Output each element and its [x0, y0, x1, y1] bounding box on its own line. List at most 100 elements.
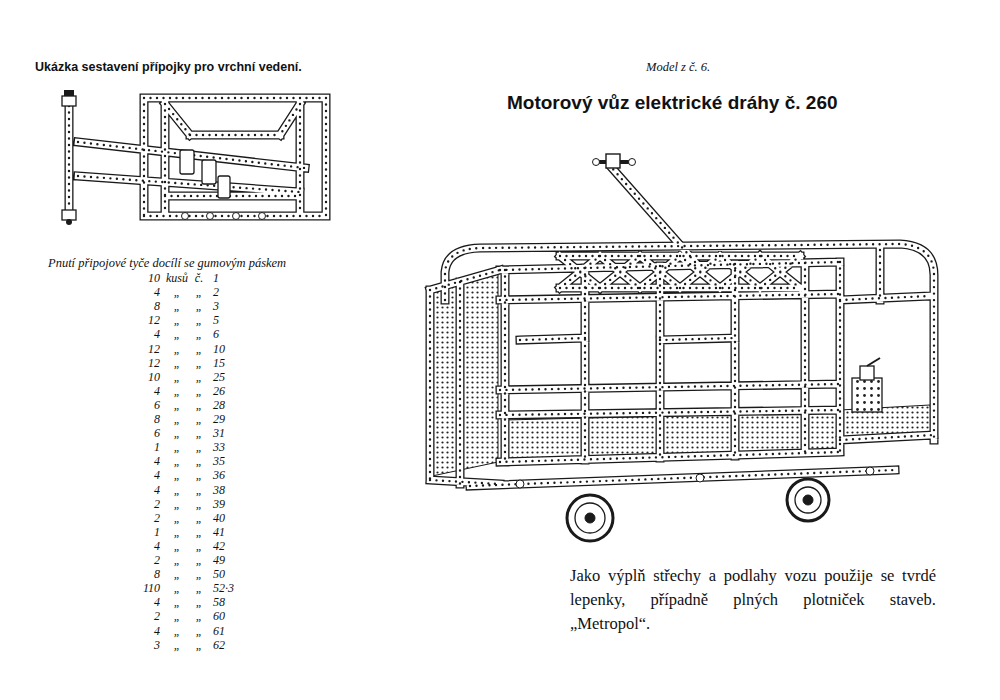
- number-sign-cell: „: [190, 370, 208, 384]
- unit-cell: „: [162, 567, 192, 581]
- caption-note: Jako výplň střechy a podlahy vozu použij…: [570, 564, 936, 636]
- part-number-cell: 2: [213, 285, 273, 299]
- unit-cell: „: [162, 581, 192, 595]
- number-sign-cell: „: [190, 609, 208, 623]
- number-sign-cell: „: [190, 624, 208, 638]
- unit-cell: „: [162, 370, 192, 384]
- number-sign-cell: „: [190, 412, 208, 426]
- part-number-cell: 50: [213, 567, 273, 581]
- part-number-cell: 33: [213, 440, 273, 454]
- model-number: Model z č. 6.: [646, 60, 710, 75]
- unit-cell: „: [162, 539, 192, 553]
- part-number-cell: 40: [213, 511, 273, 525]
- part-number-cell: 49: [213, 553, 273, 567]
- quantity-cell: 8: [112, 299, 160, 313]
- unit-cell: „: [162, 398, 192, 412]
- quantity-cell: 2: [112, 497, 160, 511]
- unit-cell: „: [162, 595, 192, 609]
- quantity-cell: 12: [112, 342, 160, 356]
- part-number-cell: 25: [213, 370, 273, 384]
- quantity-cell: 10: [112, 271, 160, 285]
- quantity-cell: 110: [112, 581, 160, 595]
- number-sign-cell: „: [190, 638, 208, 652]
- part-number-cell: 10: [213, 342, 273, 356]
- number-sign-cell: „: [190, 539, 208, 553]
- unit-cell: „: [162, 342, 192, 356]
- quantity-cell: 12: [112, 313, 160, 327]
- unit-cell: „: [162, 468, 192, 482]
- unit-cell: „: [162, 454, 192, 468]
- part-number-cell: 29: [213, 412, 273, 426]
- part-number-cell: 15: [213, 356, 273, 370]
- part-number-cell: 36: [213, 468, 273, 482]
- quantity-cell: 10: [112, 370, 160, 384]
- quantity-cell: 3: [112, 638, 160, 652]
- part-number-cell: 41: [213, 525, 273, 539]
- number-sign-cell: „: [190, 468, 208, 482]
- section-heading: Ukázka sestavení přípojky pro vrchní ved…: [35, 60, 302, 74]
- part-number-cell: 5: [213, 313, 273, 327]
- unit-cell: „: [162, 483, 192, 497]
- number-sign-cell: „: [190, 313, 208, 327]
- unit-cell: „: [162, 525, 192, 539]
- quantity-cell: 1: [112, 525, 160, 539]
- quantity-cell: 4: [112, 483, 160, 497]
- tension-note: Pnutí připojové tyče docílí se gumovým p…: [48, 256, 286, 271]
- part-number-cell: 60: [213, 609, 273, 623]
- quantity-cell: 8: [112, 567, 160, 581]
- unit-cell: „: [162, 553, 192, 567]
- part-number-cell: 31: [213, 426, 273, 440]
- unit-cell: „: [162, 356, 192, 370]
- quantity-cell: 6: [112, 426, 160, 440]
- unit-cell: „: [162, 609, 192, 623]
- number-sign-cell: „: [190, 356, 208, 370]
- quantity-cell: 4: [112, 595, 160, 609]
- quantity-cell: 2: [112, 553, 160, 567]
- part-number-cell: 1: [213, 271, 273, 285]
- unit-cell: „: [162, 313, 192, 327]
- quantity-cell: 4: [112, 327, 160, 341]
- number-sign-cell: „: [190, 327, 208, 341]
- quantity-cell: 4: [112, 539, 160, 553]
- part-number-cell: 39: [213, 497, 273, 511]
- number-sign-cell: „: [190, 595, 208, 609]
- part-number-cell: 3: [213, 299, 273, 313]
- page-title: Motorový vůz elektrické dráhy č. 260: [507, 92, 838, 114]
- number-sign-cell: č.: [190, 271, 208, 285]
- quantity-cell: 1: [112, 440, 160, 454]
- unit-cell: „: [162, 412, 192, 426]
- unit-cell: „: [162, 299, 192, 313]
- number-sign-cell: „: [190, 567, 208, 581]
- part-number-cell: 38: [213, 483, 273, 497]
- quantity-cell: 4: [112, 384, 160, 398]
- part-number-cell: 35: [213, 454, 273, 468]
- pole-assembly: [62, 90, 326, 225]
- quantity-cell: 2: [112, 511, 160, 525]
- quantity-cell: 12: [112, 356, 160, 370]
- number-sign-cell: „: [190, 511, 208, 525]
- quantity-cell: 6: [112, 398, 160, 412]
- number-sign-cell: „: [190, 497, 208, 511]
- unit-cell: „: [162, 497, 192, 511]
- number-sign-cell: „: [190, 553, 208, 567]
- number-sign-cell: „: [190, 299, 208, 313]
- number-sign-cell: „: [190, 581, 208, 595]
- unit-cell: „: [162, 327, 192, 341]
- unit-cell: „: [162, 440, 192, 454]
- number-sign-cell: „: [190, 454, 208, 468]
- unit-cell: „: [162, 426, 192, 440]
- part-number-cell: 52·3: [213, 581, 273, 595]
- number-sign-cell: „: [190, 398, 208, 412]
- part-number-cell: 26: [213, 384, 273, 398]
- unit-cell: „: [162, 511, 192, 525]
- quantity-cell: 4: [112, 285, 160, 299]
- unit-cell: „: [162, 384, 192, 398]
- quantity-cell: 4: [112, 468, 160, 482]
- unit-cell: „: [162, 285, 192, 299]
- part-number-cell: 42: [213, 539, 273, 553]
- number-sign-cell: „: [190, 342, 208, 356]
- number-sign-cell: „: [190, 426, 208, 440]
- quantity-cell: 8: [112, 412, 160, 426]
- unit-cell: kusů: [162, 271, 192, 285]
- part-number-cell: 61: [213, 624, 273, 638]
